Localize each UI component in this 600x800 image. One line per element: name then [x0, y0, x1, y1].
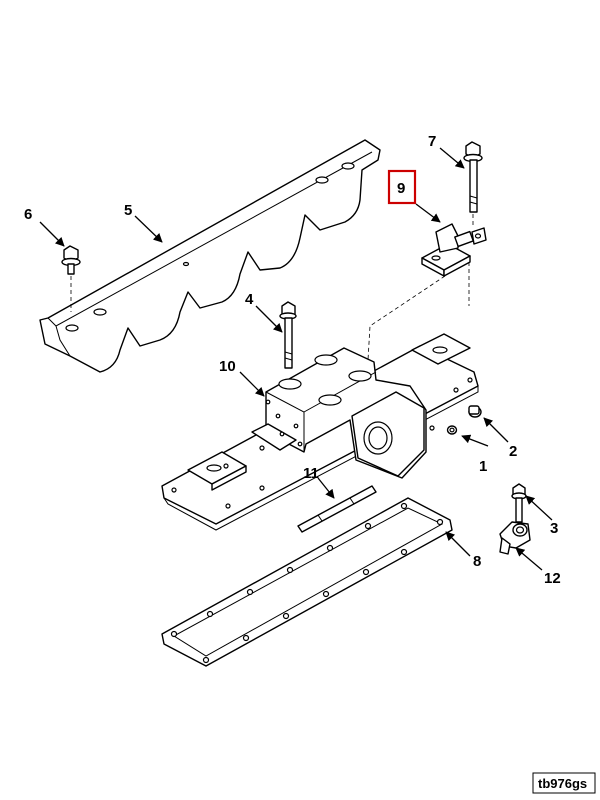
- flange-bolt: [61, 245, 81, 312]
- heat-shield: [39, 139, 381, 373]
- callout-8: 8: [473, 553, 481, 570]
- callout-2: 2: [509, 443, 517, 460]
- stud-bolt: [279, 301, 297, 369]
- callout-labels: 1 2 3 4 5 6 7 8 9 10 11 12: [24, 133, 561, 587]
- exhaust-manifold: [161, 333, 479, 531]
- callout-11: 11: [303, 465, 319, 482]
- callout-4: 4: [245, 291, 254, 308]
- stud: [297, 485, 377, 533]
- callout-5: 5: [124, 202, 132, 219]
- callout-1: 1: [479, 458, 487, 475]
- callout-12: 12: [544, 570, 561, 587]
- plug: [468, 405, 482, 418]
- callout-7: 7: [428, 133, 436, 150]
- manifold-gasket: [161, 497, 453, 667]
- callout-6: 6: [24, 206, 32, 223]
- callout-3: 3: [550, 520, 558, 537]
- sensor-bracket: [421, 214, 487, 277]
- o-ring-seal: [446, 425, 458, 435]
- knock-sensor: [499, 521, 531, 555]
- highlight-box: [387, 169, 417, 205]
- leader-lines: [39, 147, 553, 571]
- bolt: [511, 483, 527, 523]
- callout-10: 10: [219, 358, 236, 375]
- long-bolt: [463, 141, 483, 213]
- callout-9: 9: [397, 180, 405, 197]
- figure-reference: tb976gs: [532, 772, 596, 794]
- figure-ref-label: tb976gs: [538, 776, 587, 791]
